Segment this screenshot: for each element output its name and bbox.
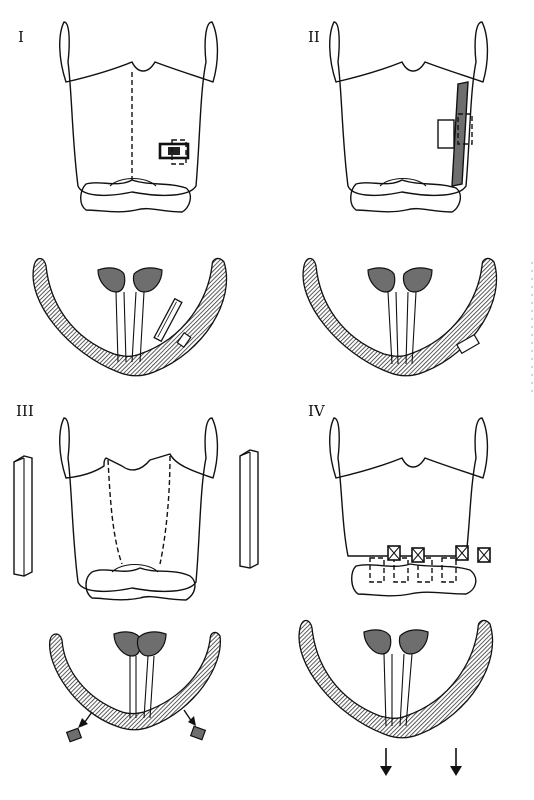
implant-block-icon — [160, 140, 188, 164]
panel-3: III — [14, 402, 258, 600]
panel-label-1: I — [18, 28, 24, 46]
thyroid-cartilage-icon — [60, 22, 218, 212]
panel-label-2: II — [308, 28, 320, 46]
axial-section-4 — [299, 621, 492, 777]
thyroid-cartilage-icon — [60, 418, 218, 600]
panel-label-3: III — [16, 402, 34, 420]
panel-label-4: IV — [308, 402, 326, 420]
arrow-down-icon — [380, 748, 462, 776]
panel-4: IV — [308, 402, 490, 596]
axial-section-3 — [50, 632, 221, 742]
implant-block-icon — [14, 456, 32, 576]
implant-block-icon — [388, 546, 490, 562]
panel-1: I — [18, 22, 227, 376]
thyroid-cartilage-icon — [330, 418, 488, 596]
axial-section-2 — [303, 259, 532, 393]
axial-section-1 — [33, 259, 226, 376]
panel-2: II — [303, 22, 532, 392]
implant-block-icon — [240, 450, 258, 568]
